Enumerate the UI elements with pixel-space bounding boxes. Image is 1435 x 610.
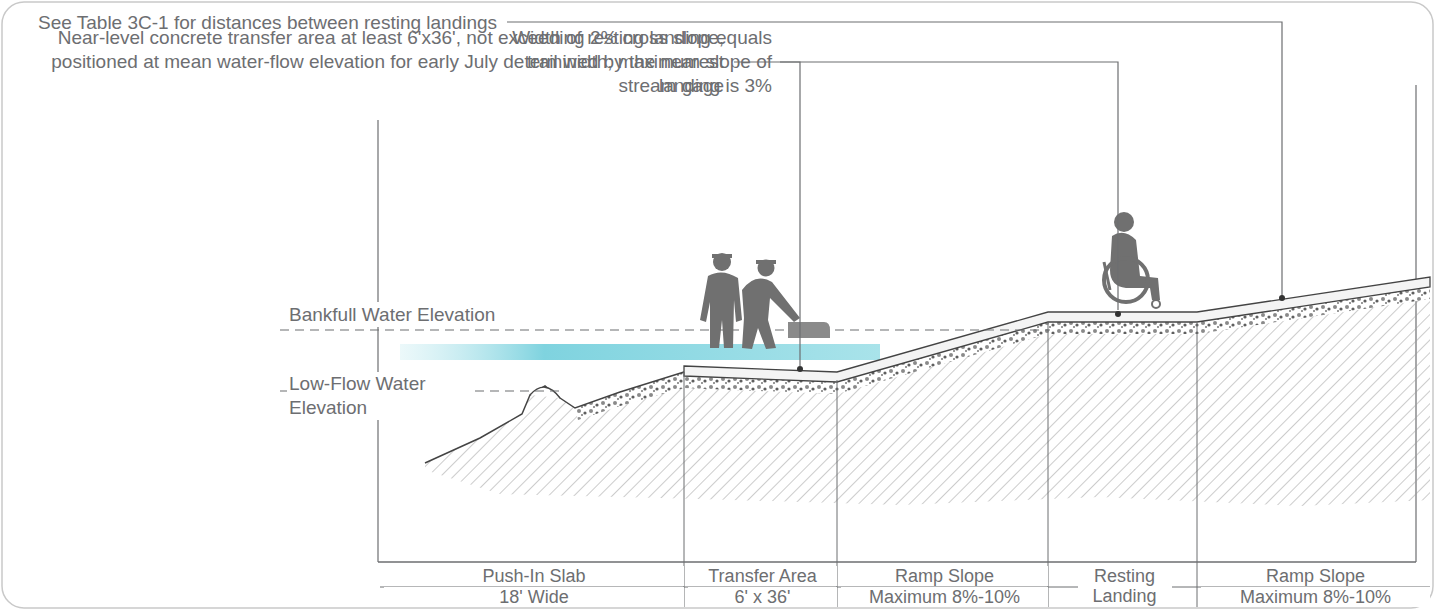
callout-note: Width of resting landing equals trail wi… [502,26,772,98]
wheelchair-user [1104,212,1160,308]
column-divider [1197,322,1198,607]
ground-hatch [425,283,1430,506]
table-value: Maximum 8%-10% [1201,587,1430,607]
elevation-label: Bankfull Water Elevation [287,302,497,327]
leader-line [780,62,1118,310]
frame-line [378,561,1416,563]
elevation-label: Low-Flow Water Elevation [287,372,471,420]
table-value: 18' Wide [384,587,684,607]
table-heading: Ramp Slope [841,566,1048,586]
frame-line [377,120,378,562]
table-value: 6' x 36' [688,587,837,607]
leader-dot [1115,311,1121,317]
people-figures [700,253,830,349]
leader-dot [1279,295,1285,301]
table-heading: Resting Landing [1078,566,1172,606]
table-heading: Transfer Area [688,566,837,586]
bankfull-line [280,329,1050,330]
table-heading: Push-In Slab [384,566,684,586]
table-value: Maximum 8%-10% [841,587,1048,607]
leader-dot [797,366,803,372]
leader-line [734,62,800,366]
rock [530,387,560,398]
column-divider [1048,322,1049,607]
concrete-surface [684,277,1430,382]
table-heading: Ramp Slope [1201,566,1430,586]
water [400,344,880,360]
